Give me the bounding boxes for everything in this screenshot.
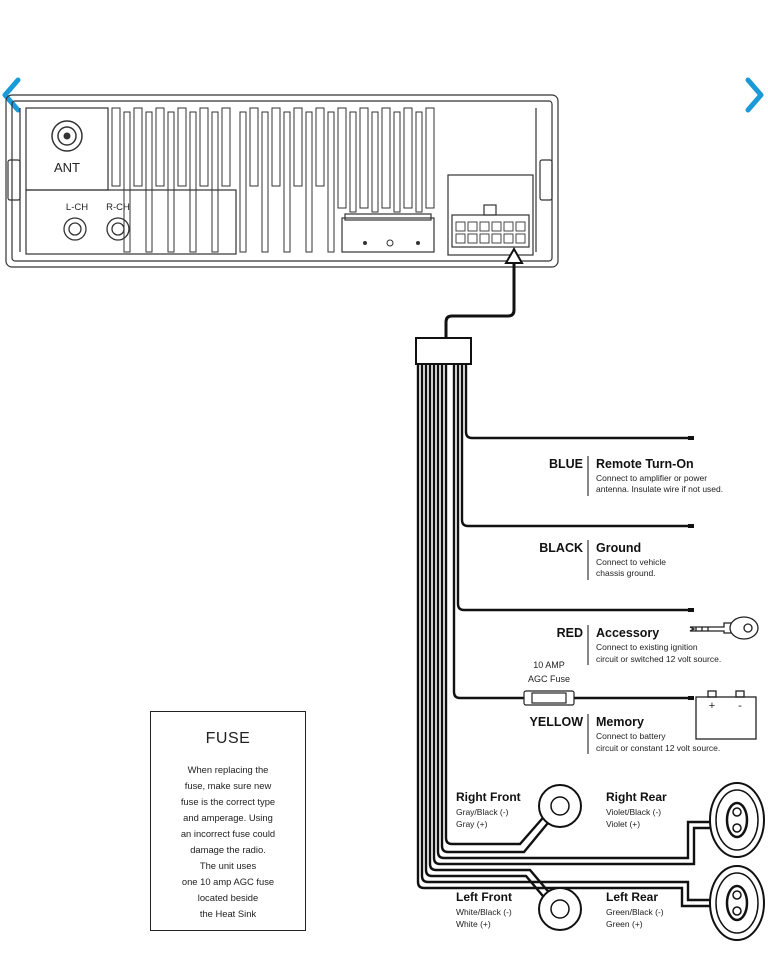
chevron-left-icon xyxy=(2,77,21,113)
ant-label: ANT xyxy=(54,160,80,175)
radio-chassis xyxy=(5,94,559,268)
wire-bundle xyxy=(416,364,712,908)
heat-sink-fins xyxy=(111,107,435,253)
speaker-line-2: Gray (+) xyxy=(456,819,488,829)
fuse-note-line: The unit uses xyxy=(199,860,257,871)
speaker-line-2: White (+) xyxy=(456,919,491,929)
left-rear-speaker-icon xyxy=(709,865,765,941)
fuse-note-title: FUSE xyxy=(205,730,251,747)
right-rear-speaker-icon xyxy=(709,782,765,858)
battery-minus-label: - xyxy=(738,700,742,712)
battery-icon xyxy=(695,690,757,740)
speaker-label-right-front: Right Front Gray/Black (-) Gray (+) xyxy=(456,790,521,829)
fuse-note-line: the Heat Sink xyxy=(199,908,257,919)
speaker-title: Right Front xyxy=(456,790,521,804)
ignition-key-icon xyxy=(689,616,759,640)
fuse-note-line: located beside xyxy=(197,892,259,903)
chevron-right-icon xyxy=(745,77,764,113)
speaker-label-left-rear: Left Rear Green/Black (-) Green (+) xyxy=(606,890,664,929)
fuse-note-line: damage the radio. xyxy=(190,844,266,855)
wire-color: RED xyxy=(557,626,583,640)
wire-color: YELLOW xyxy=(530,715,584,729)
wire-desc-1: Connect to amplifier or power xyxy=(596,473,707,483)
speaker-line-2: Green (+) xyxy=(606,919,643,929)
main-cable xyxy=(444,264,516,338)
speaker-title: Left Front xyxy=(456,890,512,904)
wire-ends xyxy=(688,436,694,700)
wire-desc-1: Connect to vehicle xyxy=(596,557,666,567)
fuse-note-box: FUSE When replacing the fuse, make sure … xyxy=(150,711,306,931)
fuse-note-line: and amperage. Using xyxy=(183,812,273,823)
speaker-line-1: Green/Black (-) xyxy=(606,907,664,917)
lch-label: L-CH xyxy=(66,202,88,213)
fuse-note-line: an incorrect fuse could xyxy=(180,828,276,839)
fuse-note-line: fuse, make sure new xyxy=(184,780,272,791)
wire-color: BLUE xyxy=(549,457,583,471)
wire-desc-2: antenna. Insulate wire if not used. xyxy=(596,484,723,494)
wire-desc-2: circuit or switched 12 volt source. xyxy=(596,654,721,664)
speaker-line-1: White/Black (-) xyxy=(456,907,512,917)
speaker-title: Right Rear xyxy=(606,790,667,804)
wire-title: Remote Turn-On xyxy=(596,457,694,471)
arrow-icon xyxy=(504,246,524,264)
speaker-title: Left Rear xyxy=(606,890,658,904)
wire-label-blue: BLUE Remote Turn-On Connect to amplifier… xyxy=(549,456,723,496)
battery-plus-label: + xyxy=(709,700,715,712)
wire-title: Accessory xyxy=(596,626,659,640)
wire-color: BLACK xyxy=(539,541,583,555)
previous-image-button[interactable] xyxy=(0,72,30,118)
harness-socket xyxy=(455,221,526,244)
wire-desc-1: Connect to battery xyxy=(596,731,666,741)
fuse-type-label: AGC Fuse xyxy=(528,674,570,684)
speaker-line-1: Violet/Black (-) xyxy=(606,807,661,817)
fuse-note-line: one 10 amp AGC fuse xyxy=(181,876,275,887)
rca-jacks xyxy=(63,217,130,241)
speaker-line-2: Violet (+) xyxy=(606,819,640,829)
wire-title: Ground xyxy=(596,541,641,555)
fuse-note-body: When replacing the fuse, make sure new f… xyxy=(151,762,305,922)
speaker-label-left-front: Left Front White/Black (-) White (+) xyxy=(456,890,512,929)
next-image-button[interactable] xyxy=(738,72,768,118)
harness-plug xyxy=(415,337,472,365)
fuse-note-line: fuse is the correct type xyxy=(180,796,276,807)
wire-desc-2: circuit or constant 12 volt source. xyxy=(596,743,720,753)
left-front-speaker-icon xyxy=(538,887,582,931)
right-front-speaker-icon xyxy=(538,784,582,828)
inline-fuse xyxy=(523,690,575,706)
antenna-jack xyxy=(51,120,83,152)
mounting-screws xyxy=(363,239,420,247)
wire-desc-2: chassis ground. xyxy=(596,568,656,578)
wire-label-black: BLACK Ground Connect to vehicle chassis … xyxy=(539,540,666,580)
rch-label: R-CH xyxy=(106,202,130,213)
speaker-label-right-rear: Right Rear Violet/Black (-) Violet (+) xyxy=(606,790,667,829)
speaker-line-1: Gray/Black (-) xyxy=(456,807,509,817)
fuse-note-line: When replacing the xyxy=(187,764,269,775)
fuse-amp-label: 10 AMP xyxy=(533,660,565,670)
wire-label-red: RED Accessory Connect to existing igniti… xyxy=(557,625,721,665)
wire-title: Memory xyxy=(596,715,644,729)
wire-label-yellow: YELLOW Memory Connect to battery circuit… xyxy=(530,714,720,754)
wire-desc-1: Connect to existing ignition xyxy=(596,642,698,652)
